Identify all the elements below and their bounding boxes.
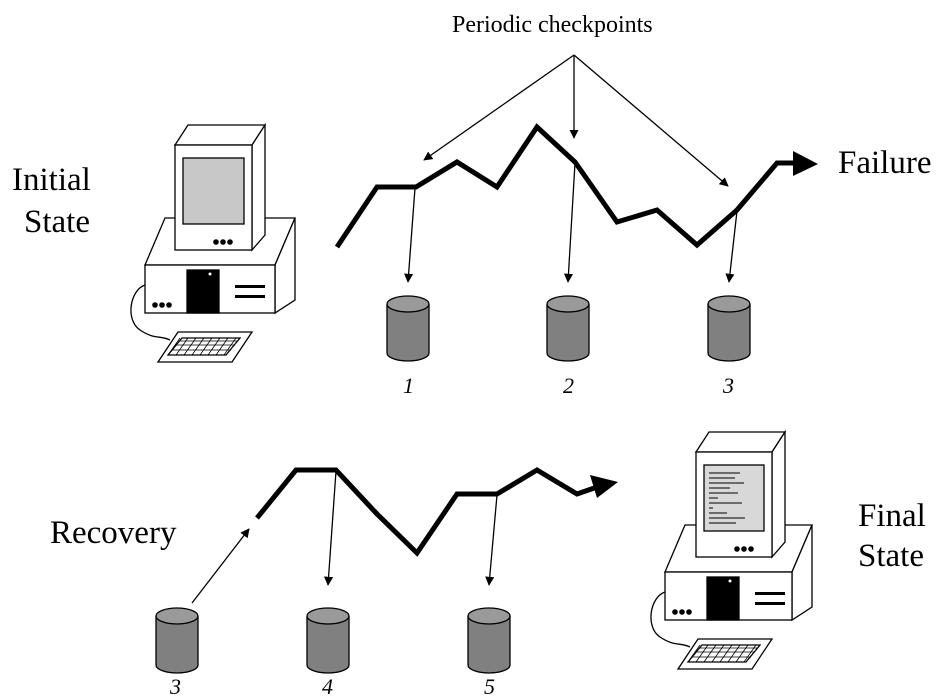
top-process-line — [334, 123, 800, 249]
disk-icon — [155, 607, 199, 674]
recovery-arrow — [191, 528, 250, 604]
checkpoint-number: 3 — [722, 373, 734, 398]
initial-state-label-2: State — [24, 204, 90, 240]
checkpoint-number: 3 — [169, 674, 181, 698]
bottom-process-line — [255, 467, 601, 557]
initial-computer-leds-icon — [152, 239, 233, 308]
final-computer-leds-icon — [672, 546, 754, 615]
top-save-arrows — [404, 162, 738, 283]
disk-icon — [467, 607, 511, 674]
initial-state-label-1: Initial — [12, 162, 91, 198]
checkpoint-number: 4 — [322, 674, 333, 698]
periodic-checkpoints-label: Periodic checkpoints — [452, 12, 653, 38]
checkpoint-pointer-arrows — [423, 54, 729, 187]
failure-arrowhead-icon — [793, 151, 818, 176]
bottom-save-arrows — [324, 470, 498, 586]
disk-icon — [386, 295, 430, 362]
final-computer-icon — [650, 429, 813, 670]
recovery-label: Recovery — [50, 515, 177, 551]
initial-computer-icon — [130, 122, 296, 363]
checkpoint-number: 5 — [484, 674, 495, 698]
checkpoint-number: 1 — [403, 373, 414, 398]
continue-arrowhead-icon — [590, 475, 618, 498]
disk-icon — [546, 295, 590, 362]
failure-label: Failure — [838, 145, 931, 181]
final-state-label-1: Final — [858, 498, 926, 534]
disk-icon — [306, 607, 350, 674]
final-state-label-2: State — [858, 538, 924, 574]
screen-text-lines-icon — [709, 472, 745, 524]
checkpoint-number: 2 — [563, 373, 574, 398]
disk-icon — [707, 295, 751, 362]
